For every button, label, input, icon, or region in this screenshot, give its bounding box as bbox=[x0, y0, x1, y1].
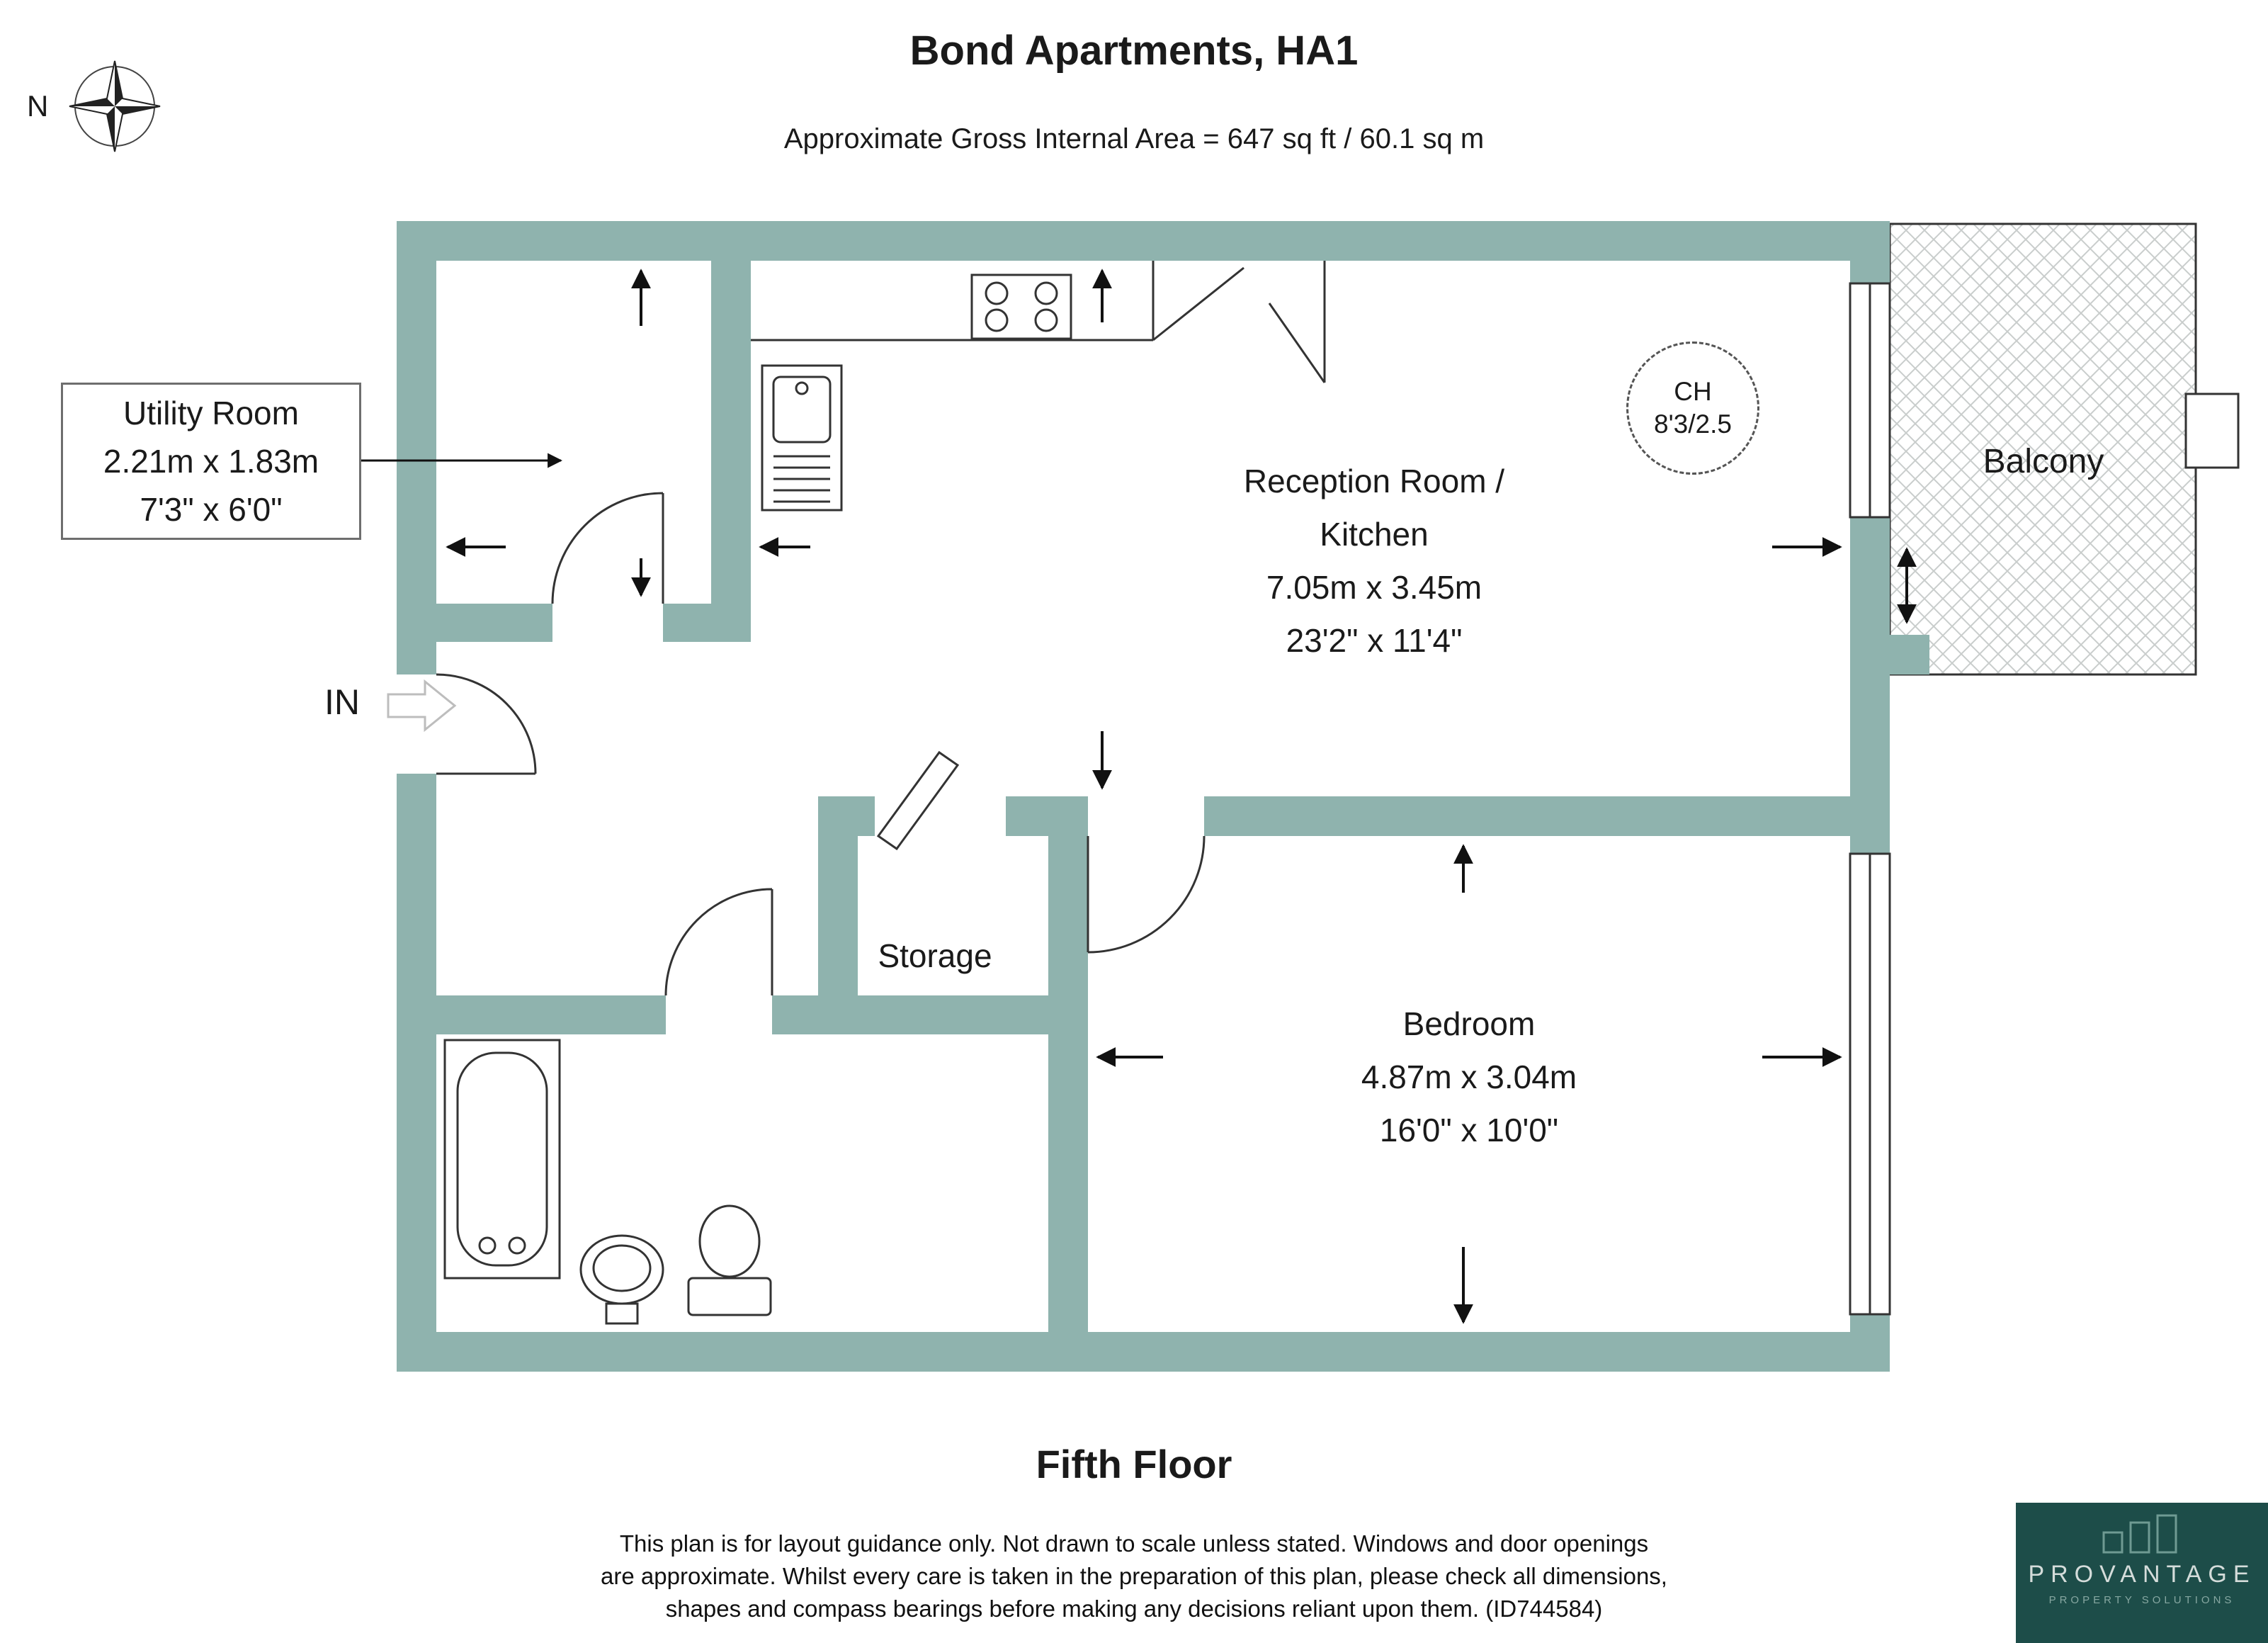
utility-door-arc bbox=[551, 492, 664, 604]
room-dimensions-imperial: 23'2" x 11'4" bbox=[1286, 622, 1463, 659]
utility-right-wall bbox=[711, 261, 751, 604]
ceiling-height-label: CH bbox=[1674, 377, 1712, 406]
reception-kitchen-label: Reception Room / Kitchen 7.05m x 3.45m 2… bbox=[1140, 455, 1608, 667]
balcony-door-window bbox=[1849, 282, 1891, 519]
doors bbox=[436, 261, 1326, 996]
wall-right-c bbox=[1850, 1314, 1890, 1372]
bathroom-door-arc bbox=[664, 888, 773, 996]
room-dimensions-metric: 7.05m x 3.45m bbox=[1266, 569, 1482, 606]
wall-left-upper bbox=[397, 221, 436, 674]
bathroom-top-wall bbox=[436, 995, 666, 1034]
room-name: Reception Room / bbox=[1243, 463, 1505, 499]
room-name: Utility Room bbox=[123, 395, 299, 431]
room-dimensions-imperial: 7'3" x 6'0" bbox=[140, 491, 283, 528]
wall-left-lower bbox=[397, 774, 436, 1372]
room-dimensions-metric: 4.87m x 3.04m bbox=[1361, 1058, 1577, 1095]
utility-room-label: Utility Room 2.21m x 1.83m 7'3" x 6'0" bbox=[61, 383, 361, 540]
compass-icon bbox=[69, 60, 161, 152]
balcony-opening bbox=[2184, 393, 2240, 469]
kitchen-sink-icon bbox=[761, 364, 843, 512]
disclaimer-line: are approximate. Whilst every care is ta… bbox=[601, 1563, 1667, 1589]
entrance-label: IN bbox=[324, 682, 360, 722]
bathtub-icon bbox=[443, 1039, 561, 1280]
room-name: Bedroom bbox=[1402, 1005, 1536, 1042]
wall-right-a bbox=[1850, 221, 1890, 283]
room-name: Kitchen bbox=[1320, 516, 1429, 553]
room-dimensions-imperial: 16'0" x 10'0" bbox=[1379, 1112, 1559, 1148]
storage-left-wall bbox=[818, 796, 858, 1034]
cupboard-door bbox=[1268, 261, 1326, 383]
balcony-stub bbox=[1890, 635, 1929, 674]
balcony-label: Balcony bbox=[1983, 443, 2104, 480]
disclaimer-line: This plan is for layout guidance only. N… bbox=[619, 1530, 1649, 1557]
wall-bottom bbox=[397, 1332, 1890, 1372]
windows bbox=[1849, 282, 1891, 1316]
stove-icon bbox=[970, 273, 1072, 340]
storage-bottom-wall bbox=[818, 995, 1088, 1034]
area-subtitle: Approximate Gross Internal Area = 647 sq… bbox=[783, 123, 1485, 154]
disclaimer-line: shapes and compass bearings before makin… bbox=[665, 1596, 1603, 1622]
bedroom-window bbox=[1849, 852, 1891, 1316]
bedroom-door-arc bbox=[1087, 835, 1206, 954]
entrance-arrow-icon bbox=[387, 679, 457, 733]
wall-right-b bbox=[1850, 517, 1890, 854]
utility-bottom-wall-left bbox=[436, 604, 552, 642]
balcony-structure bbox=[1888, 222, 2240, 676]
wall-top bbox=[397, 221, 1890, 261]
floor-label: Fifth Floor bbox=[1036, 1442, 1232, 1486]
balcony-hatch bbox=[1888, 222, 2197, 676]
bedroom-label: Bedroom 4.87m x 3.04m 16'0" x 10'0" bbox=[1235, 998, 1703, 1157]
walls bbox=[397, 221, 1929, 1372]
logo-tagline: PROPERTY SOLUTIONS bbox=[2048, 1594, 2235, 1606]
compass-north-label: N bbox=[27, 89, 49, 123]
fixtures bbox=[443, 273, 1072, 1325]
divider-wall bbox=[1048, 796, 1088, 1332]
utility-bottom-wall-right bbox=[663, 604, 751, 642]
mid-wall-right bbox=[1204, 796, 1850, 836]
disclaimer: This plan is for layout guidance only. N… bbox=[0, 1528, 2268, 1625]
dimension-arrows bbox=[446, 269, 1917, 1324]
page-title: Bond Apartments, HA1 bbox=[909, 28, 1359, 74]
cupboard-door bbox=[1152, 261, 1244, 341]
toilet-icon bbox=[687, 1204, 772, 1316]
storage-door bbox=[876, 750, 960, 851]
provantage-logo: PROVANTAGE PROPERTY SOLUTIONS bbox=[2016, 1503, 2268, 1643]
storage-label: Storage bbox=[878, 937, 992, 974]
room-dimensions-metric: 2.21m x 1.83m bbox=[103, 443, 319, 480]
ceiling-height-badge: CH 8'3/2.5 bbox=[1626, 341, 1759, 475]
ceiling-height-value: 8'3/2.5 bbox=[1654, 410, 1732, 439]
basin-icon bbox=[579, 1234, 664, 1325]
entrance-door-arc bbox=[436, 673, 537, 775]
buildings-icon bbox=[2102, 1514, 2177, 1554]
logo-brand: PROVANTAGE bbox=[2028, 1561, 2256, 1588]
bathroom-wall-stub bbox=[772, 995, 818, 1034]
